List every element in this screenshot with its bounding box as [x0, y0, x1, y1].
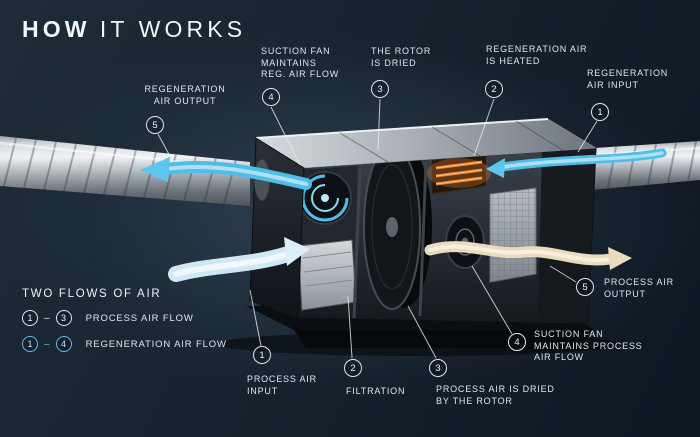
callout-label-rotor-dried: THE ROTOR IS DRIED — [371, 46, 432, 68]
callout-badge-process-air-output: 5 — [576, 278, 594, 296]
machine-body — [218, 118, 618, 356]
callout-badge-rotor-dried: 3 — [371, 80, 389, 98]
page-title: HOW IT WORKS — [22, 16, 246, 43]
callout-badge-filtration: 2 — [344, 359, 362, 377]
airflow-arrows — [140, 148, 667, 282]
callout-label-regeneration-air-output: REGENERATION AIR OUTPUT — [144, 84, 226, 106]
callout-label-process-air-input: PROCESS AIR INPUT — [247, 374, 317, 396]
top-panel — [255, 118, 597, 169]
divider-wall — [418, 161, 428, 317]
callout-badge-process-air-input: 1 — [253, 346, 271, 364]
legend-label-process-air-flow: PROCESS AIR FLOW — [85, 312, 194, 324]
legend-dash-cyan: – — [44, 338, 50, 350]
callout-badge-suction-fan-reg: 4 — [262, 88, 280, 106]
callout-badge-suction-fan-process: 4 — [508, 333, 526, 351]
legend-badge-1-cyan: 1 — [22, 336, 38, 352]
legend-badge-3: 3 — [55, 310, 72, 326]
legend-row-regeneration-air-flow: 1 – 4 REGENERATION AIR FLOW — [22, 336, 227, 352]
divider-wall — [352, 165, 362, 319]
heater — [427, 153, 491, 195]
callout-badge-process-air-dried: 3 — [429, 359, 447, 377]
callout-badge-regeneration-air-output: 5 — [146, 116, 164, 134]
callout-label-regeneration-air-input: REGENERATION AIR INPUT — [587, 68, 669, 90]
legend-heading: TWO FLOWS OF AIR — [22, 288, 162, 300]
right-inner-wall — [538, 148, 596, 324]
process-air-input-arrow — [168, 237, 310, 282]
callout-label-suction-fan-process: SUCTION FAN MAINTAINS PROCESS AIR FLOW — [534, 329, 643, 362]
legend: TWO FLOWS OF AIR 1 – 3 PROCESS AIR FLOW … — [22, 288, 227, 352]
legend-dash: – — [44, 312, 50, 324]
legend-badge-1: 1 — [22, 310, 38, 326]
process-air-output-arrow — [424, 241, 632, 270]
left-duct — [0, 136, 251, 206]
callout-label-filtration: FILTRATION — [346, 386, 406, 396]
legend-badge-4-cyan: 4 — [55, 336, 72, 352]
regeneration-air-input-arrow — [486, 148, 667, 178]
rotor — [363, 144, 432, 310]
title-bold: HOW — [22, 16, 91, 42]
callout-badge-regeneration-air-input: 1 — [591, 103, 609, 121]
title-light: IT WORKS — [99, 16, 247, 42]
mesh-panel — [489, 187, 537, 283]
callout-badge-air-heated: 2 — [485, 80, 503, 98]
left-panel — [249, 137, 305, 321]
callout-label-suction-fan-reg: SUCTION FAN MAINTAINS REG. AIR FLOW — [261, 46, 340, 79]
legend-label-regeneration-air-flow: REGENERATION AIR FLOW — [85, 338, 227, 350]
leader-lines — [157, 98, 598, 359]
callout-label-process-air-dried: PROCESS AIR IS DRIED BY THE ROTOR — [436, 384, 555, 406]
legend-row-process-air-flow: 1 – 3 PROCESS AIR FLOW — [22, 310, 227, 326]
callout-label-air-heated: REGENERATION AIR IS HEATED — [486, 44, 588, 66]
callout-label-process-air-output: PROCESS AIR OUTPUT — [604, 277, 674, 299]
regeneration-air-output-arrow — [140, 157, 312, 190]
